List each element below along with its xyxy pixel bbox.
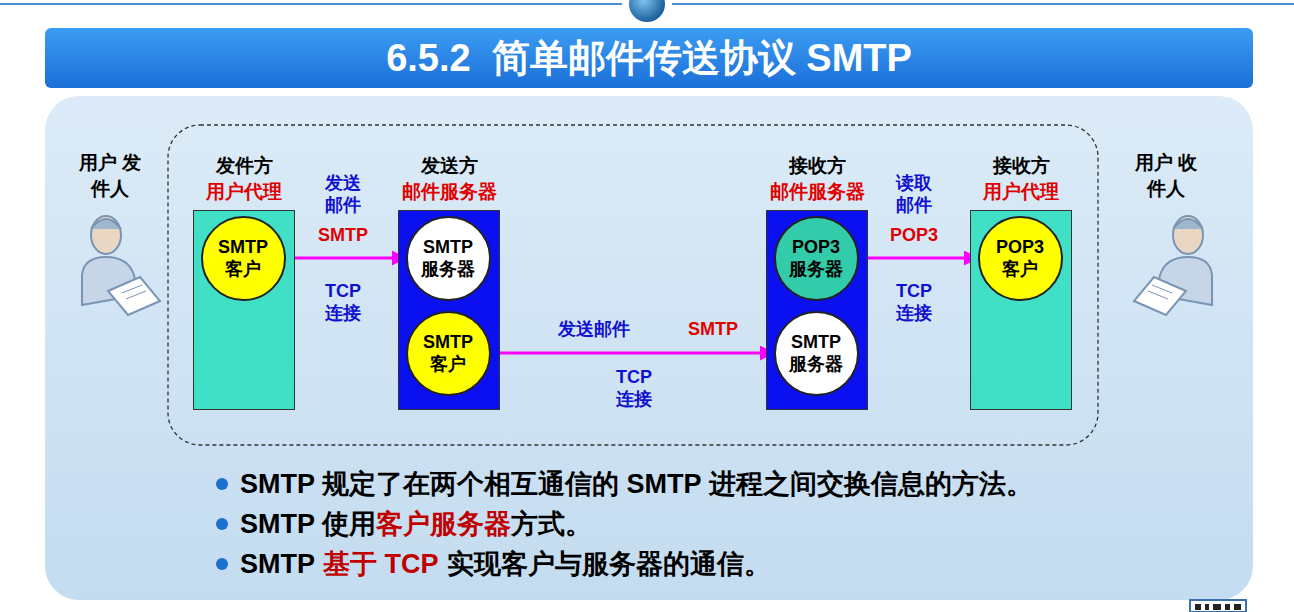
box-heading-line: 邮件服务器 <box>770 179 865 205</box>
circle-label: SMTP 服务器 <box>785 331 847 375</box>
message-arrow <box>859 257 978 260</box>
annotation: SMTP <box>688 318 738 340</box>
top-rule <box>672 3 1294 5</box>
box-heading-line: 接收方 <box>770 153 865 179</box>
bullet-text: 实现客户与服务器的通信。 <box>447 547 771 581</box>
bullet-row: SMTP 规定了在两个相互通信的 SMTP 进程之间交换信息的方法。 <box>240 467 1033 501</box>
bullet-text: SMTP <box>240 547 315 581</box>
process-circle: POP3 服务器 <box>774 216 859 301</box>
annotation: 用户 收件人 <box>1134 150 1198 202</box>
process-circle: POP3 客户 <box>978 216 1063 301</box>
bullet-text: 客户服务器 <box>376 507 511 541</box>
bullet-dot <box>216 478 228 490</box>
agent-box: 接收方邮件服务器POP3 服务器SMTP 服务器 <box>766 210 868 410</box>
annotation: TCP 连接 <box>892 280 936 324</box>
annotation: TCP 连接 <box>321 280 365 324</box>
message-arrow <box>286 257 406 260</box>
box-heading: 接收方邮件服务器 <box>770 153 865 205</box>
user-icon <box>82 216 160 315</box>
box-heading-line: 发送方 <box>402 153 497 179</box>
edge-label: 发送 邮件 <box>321 172 365 216</box>
box-heading-line: 发件方 <box>206 153 282 179</box>
box-heading: 发送方邮件服务器 <box>402 153 497 205</box>
agent-box: 发送方邮件服务器SMTP 服务器SMTP 客户 <box>398 210 500 410</box>
annotation: SMTP <box>318 224 368 246</box>
globe-icon <box>629 0 665 22</box>
box-heading: 接收方用户代理 <box>983 153 1059 205</box>
title-text: 6.5.2 简单邮件传送协议 SMTP <box>386 33 912 84</box>
bullet-row: SMTP 使用客户服务器方式。 <box>240 507 592 541</box>
box-heading-line: 邮件服务器 <box>402 179 497 205</box>
qr-code <box>1190 600 1246 612</box>
annotation: TCP 连接 <box>612 366 656 410</box>
bullet-dot <box>216 518 228 530</box>
message-arrow <box>491 352 774 355</box>
bullet-text: SMTP 规定了在两个相互通信的 SMTP 进程之间交换信息的方法。 <box>240 467 1033 501</box>
circle-label: POP3 客户 <box>989 236 1051 280</box>
panel <box>45 96 1253 600</box>
process-circle: SMTP 服务器 <box>406 216 491 301</box>
bullet-text: SMTP 使用 <box>240 507 376 541</box>
bullet-row: SMTP基于 TCP实现客户与服务器的通信。 <box>240 547 771 581</box>
annotation: 用户 发件人 <box>78 150 142 202</box>
process-circle: SMTP 客户 <box>201 216 286 301</box>
box-heading: 发件方用户代理 <box>206 153 282 205</box>
edge-label: 读取 邮件 <box>892 172 936 216</box>
box-heading-line: 接收方 <box>983 153 1059 179</box>
user-icon <box>1134 216 1212 315</box>
circle-label: SMTP 客户 <box>212 236 274 280</box>
process-circle: SMTP 客户 <box>406 311 491 396</box>
box-heading-line: 用户代理 <box>206 179 282 205</box>
circle-label: SMTP 客户 <box>417 331 479 375</box>
circle-label: POP3 服务器 <box>785 236 847 280</box>
bullet-text: 基于 TCP <box>323 547 439 581</box>
circle-label: SMTP 服务器 <box>417 236 479 280</box>
agent-box: 发件方用户代理SMTP 客户 <box>193 210 295 410</box>
bullet-text: 方式。 <box>511 507 592 541</box>
dashed-region <box>168 125 1098 445</box>
bullet-dot <box>216 558 228 570</box>
agent-box: 接收方用户代理POP3 客户 <box>970 210 1072 410</box>
title-bar: 6.5.2 简单邮件传送协议 SMTP <box>45 28 1253 88</box>
annotation: POP3 <box>890 224 938 246</box>
top-rule <box>0 3 622 5</box>
process-circle: SMTP 服务器 <box>774 311 859 396</box>
box-heading-line: 用户代理 <box>983 179 1059 205</box>
edge-label: 发送邮件 <box>558 318 630 340</box>
